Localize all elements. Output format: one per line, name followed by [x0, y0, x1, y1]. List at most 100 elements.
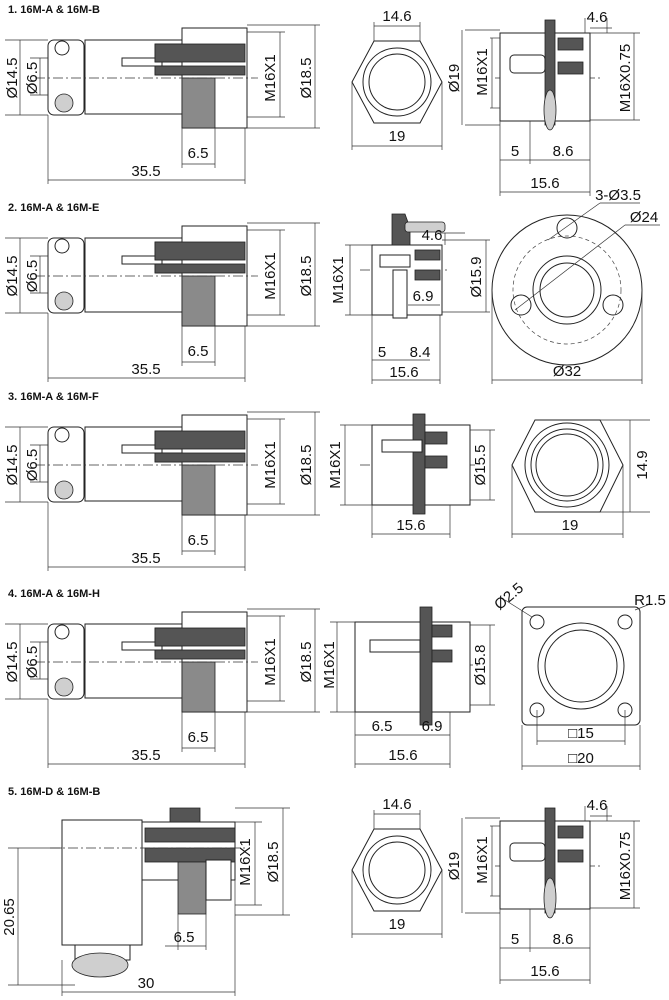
dim-plug-dia-nut: Ø18.5	[298, 642, 315, 683]
locking-ring-hole	[54, 40, 70, 56]
screw-icon	[54, 93, 74, 113]
plug-shape	[5, 608, 320, 768]
drawing-outline	[543, 877, 557, 919]
dim-socket-thread: M16X1	[330, 256, 347, 304]
dim-socket-total: 15.6	[530, 963, 559, 980]
plug-side-view-2: Ø14.5 Ø6.5 M16X1 Ø18.5 6.5 35.5	[4, 222, 320, 382]
drawing-outline	[543, 89, 557, 131]
dim-socket-b: 6.9	[422, 718, 443, 735]
dim-corner-hole: Ø2.5	[491, 580, 527, 614]
drawing-outline	[509, 842, 546, 862]
dim-hex-width: 19	[562, 517, 579, 534]
dim-socket-c: 6.9	[413, 288, 434, 305]
hex-shape	[351, 22, 443, 150]
round-flange-front-view-2: 3-Ø3.5 Ø24 Ø32	[491, 187, 660, 384]
hex-front-view-1: 14.6 19	[351, 8, 443, 150]
dim-plug-dia-outer: Ø14.5	[4, 445, 21, 486]
drawing-outline	[392, 269, 408, 319]
drawing-outline	[362, 835, 432, 905]
drawing-outline	[509, 54, 546, 74]
drawing-outline	[557, 825, 584, 839]
drawing-outline	[354, 621, 471, 713]
dim-socket-a: 6.5	[372, 718, 393, 735]
dim-plug-thread: M16X1	[262, 252, 279, 300]
drawing-outline	[379, 254, 411, 268]
drawing-outline	[369, 639, 421, 653]
drawing-outline	[431, 624, 453, 638]
drawing-outline	[419, 606, 433, 726]
drawing-outline	[391, 213, 411, 246]
drawing-outline	[412, 413, 426, 515]
drawing-outline	[368, 841, 426, 899]
dim-hex-across: 19	[389, 128, 406, 145]
plug-side-view-3: Ø14.5 Ø6.5 M16X1 Ø18.5 6.5 35.5	[4, 411, 320, 571]
drawing-outline	[154, 43, 246, 63]
socket-side-view-1: Ø19 M16X1 4.6 M16X0.75 5 8.6 15.6	[446, 9, 640, 196]
drawing-outline	[47, 39, 85, 116]
dim-socket-thread: M16X1	[474, 836, 491, 884]
dim-hex-across: 19	[389, 916, 406, 933]
dim-plug-dia-outer: Ø14.5	[4, 642, 21, 683]
socket-shape	[461, 18, 640, 196]
dim-socket-b: 8.6	[553, 931, 574, 948]
dim-socket-thread-2: M16X0.75	[617, 44, 634, 112]
dim-socket-b: 8.6	[553, 143, 574, 160]
locking-ring-hole	[54, 427, 70, 443]
dim-plug-nut-length: 6.5	[188, 729, 209, 746]
drawing-outline	[524, 422, 610, 508]
drawing-outline	[154, 649, 246, 660]
dimension-line	[547, 202, 601, 241]
dim-plug-length: 35.5	[131, 163, 160, 180]
dim-flange-outer: Ø32	[553, 363, 581, 380]
square-flange-front-view-4: Ø2.5 R1.5 □15 □20	[491, 580, 666, 770]
knurled-nut	[181, 661, 216, 713]
drawing-outline	[205, 859, 232, 901]
dim-socket-dia: Ø15.8	[472, 645, 489, 686]
dim-pitch-circle: Ø24	[630, 209, 658, 226]
section-title-4: 4. 16M-A & 16M-H	[8, 588, 100, 600]
plug-shape	[5, 222, 320, 382]
section-title-3: 3. 16M-A & 16M-F	[8, 391, 99, 403]
drawing-outline	[557, 849, 584, 863]
socket-side-view-4: M16X1 Ø15.8 6.5 6.9 15.6	[321, 606, 495, 768]
drawing-outline	[556, 217, 578, 239]
dim-plug-thread: M16X1	[262, 441, 279, 489]
dim-plug-dia-inner: Ø6.5	[24, 646, 41, 679]
dim-socket-dia: Ø19	[446, 64, 463, 92]
dim-socket-dia: Ø15.9	[468, 257, 485, 298]
dim-mounting-holes: 3-Ø3.5	[595, 187, 641, 204]
dim-hole-pitch: □15	[568, 725, 594, 742]
dimension-line	[634, 603, 651, 611]
drawing-outline	[47, 237, 85, 314]
socket-shape	[461, 806, 640, 984]
dim-socket-total: 15.6	[388, 747, 417, 764]
section-title-1: 1. 16M-A & 16M-B	[8, 4, 100, 16]
drawing-outline	[177, 861, 207, 915]
drawing-outline	[404, 221, 446, 233]
dim-socket-thread-2: M16X0.75	[617, 832, 634, 900]
dim-plug-dia-inner: Ø6.5	[24, 449, 41, 482]
drawing-outline	[424, 431, 448, 445]
drawing-outline	[71, 952, 129, 978]
dim-socket-thread: M16X1	[327, 441, 344, 489]
drawing-outline	[368, 53, 426, 111]
dim-socket-total: 15.6	[530, 175, 559, 192]
drawing-outline	[539, 262, 595, 318]
drawing-outline	[521, 606, 641, 726]
dim-plug-dia-outer: Ø14.5	[4, 256, 21, 297]
hex-shape	[351, 810, 443, 938]
drawing-outline	[557, 37, 584, 51]
dim-plug-length: 30	[138, 975, 155, 992]
dim-plug-dia-outer: Ø14.5	[4, 58, 21, 99]
drawing-outline	[617, 614, 633, 630]
locking-ring-hole	[54, 624, 70, 640]
dim-socket-thread: M16X1	[321, 641, 338, 689]
drawing-outline	[532, 255, 602, 325]
dim-socket-dia: Ø15.5	[472, 445, 489, 486]
dim-hex-flat: 14.6	[382, 8, 411, 25]
screw-icon	[54, 480, 74, 500]
drawing-outline	[47, 623, 85, 700]
plug-shape	[5, 411, 320, 571]
dim-socket-total: 15.6	[396, 517, 425, 534]
dim-plug-thread: M16X1	[262, 638, 279, 686]
